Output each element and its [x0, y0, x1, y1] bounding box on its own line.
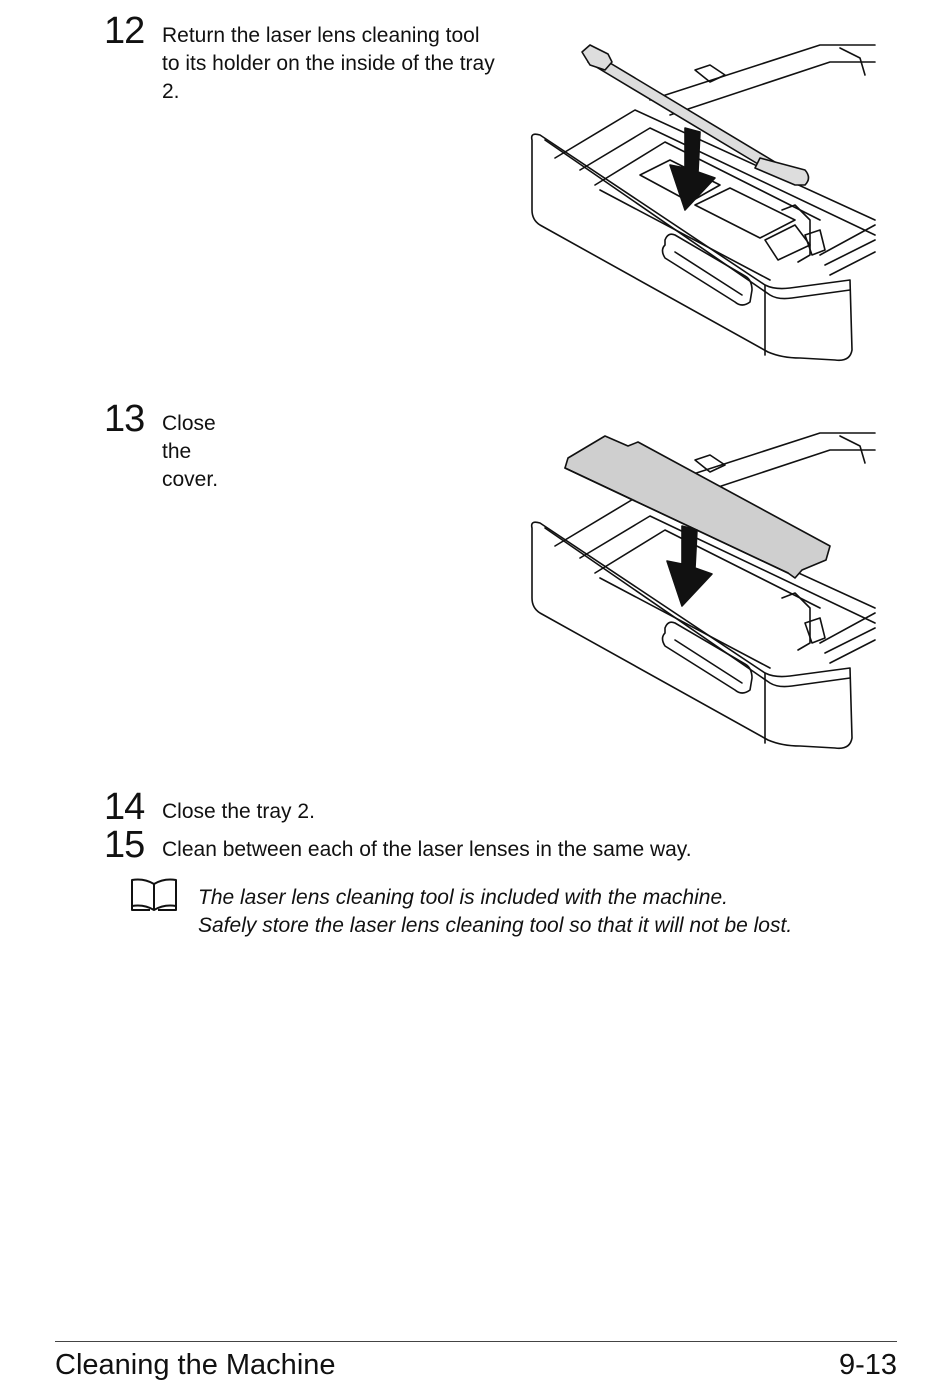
step-number: 12: [104, 10, 145, 52]
step-instruction: Close the cover.: [162, 412, 219, 491]
tray-with-cleaning-tool-illustration: [530, 44, 876, 362]
note-line-2: Safely store the laser lens cleaning too…: [198, 914, 793, 937]
step-instruction: Clean between each of the laser lenses i…: [162, 838, 692, 861]
step-instruction: Return the laser lens cleaning tool to i…: [162, 24, 495, 103]
step-number: 13: [104, 398, 145, 440]
note-line-1: The laser lens cleaning tool is included…: [198, 886, 728, 909]
footer-page-number: 9-13: [838, 1349, 897, 1381]
cover-plate: [564, 435, 831, 579]
note-text: The laser lens cleaning tool is included…: [198, 884, 918, 940]
open-book-icon: [131, 878, 177, 911]
footer-rule: [55, 1341, 897, 1342]
step-number: 15: [104, 824, 145, 866]
step-number: 14: [104, 786, 145, 828]
tray-with-cover-illustration: [530, 432, 876, 750]
step-instruction: Close the tray 2.: [162, 800, 315, 823]
footer-section-title: Cleaning the Machine: [55, 1349, 336, 1381]
